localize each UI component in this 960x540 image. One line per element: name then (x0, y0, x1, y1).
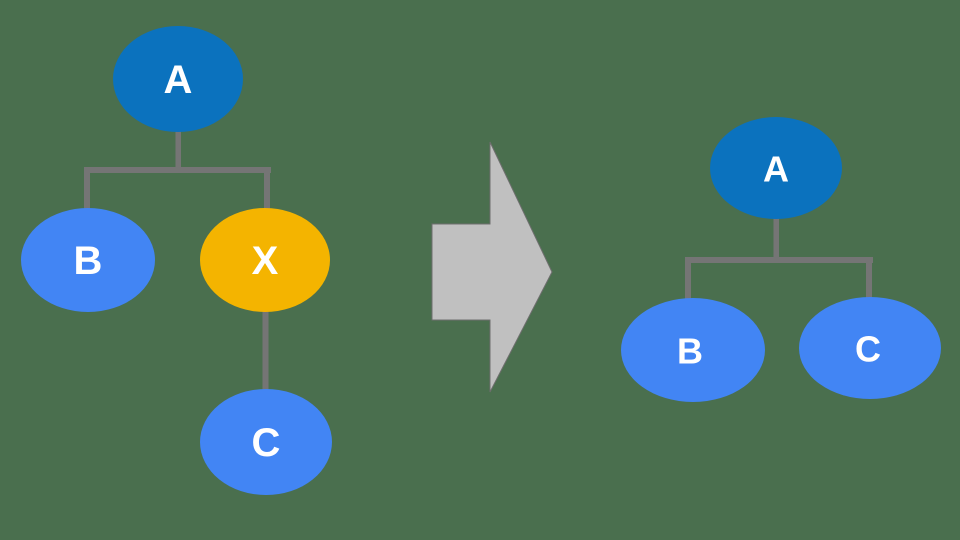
node-c-before-label: C (252, 421, 281, 465)
connector-stem-a (175, 128, 181, 171)
node-b-after-label: B (677, 331, 703, 372)
node-a-before[interactable]: A (113, 26, 243, 132)
transformation-arrow (431, 141, 553, 393)
node-c-after-shape[interactable] (799, 297, 941, 399)
connector-drop-b (84, 167, 90, 215)
node-x-before-label: X (252, 239, 279, 283)
node-c-after-label: C (855, 329, 881, 370)
node-x-before-shape[interactable] (200, 208, 330, 312)
node-a-after-label: A (763, 149, 789, 190)
connector-drop-c-after (866, 257, 872, 304)
connector-drop-x (264, 167, 270, 215)
node-a-after-shape[interactable] (710, 117, 842, 219)
node-b-before-shape[interactable] (21, 208, 155, 312)
connector-stem-a-after (773, 216, 779, 258)
before-tree: A B X C (21, 26, 332, 495)
node-b-before[interactable]: B (21, 208, 155, 312)
connector-drop-b-after (685, 257, 691, 304)
right-arrow-icon (431, 141, 553, 393)
connector-bar-a-after (685, 257, 873, 263)
before-connector-x-c (262, 305, 269, 401)
node-a-before-shape[interactable] (113, 26, 243, 132)
node-a-before-label: A (164, 58, 193, 102)
node-c-after[interactable]: C (799, 297, 941, 399)
node-c-before-shape[interactable] (200, 389, 332, 495)
connector-stem-x (262, 305, 269, 401)
after-connector-a-children (685, 216, 873, 304)
before-connector-a-children (84, 128, 271, 215)
node-a-after[interactable]: A (710, 117, 842, 219)
after-tree: A B C (621, 117, 941, 402)
node-b-before-label: B (74, 239, 103, 283)
node-c-before[interactable]: C (200, 389, 332, 495)
connector-bar-a (84, 167, 271, 173)
node-x-before[interactable]: X (200, 208, 330, 312)
node-b-after[interactable]: B (621, 298, 765, 402)
node-b-after-shape[interactable] (621, 298, 765, 402)
